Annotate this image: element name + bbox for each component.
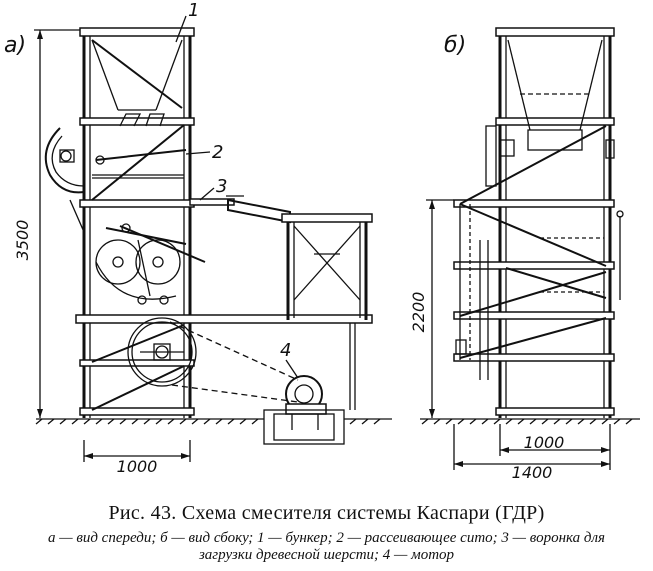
view-a-front: а) [4,0,392,476]
drive-pulley [127,317,299,403]
loading-chute [189,195,291,224]
mixing-drums [95,223,206,305]
sieve [92,149,187,179]
motor [263,375,345,445]
bunker-side [485,39,615,187]
caption-legend: а — вид спереди; б — вид сбоку; 1 — бунк… [47,530,605,563]
callout-1: 1 [188,0,199,21]
dim-b-widths: 1000 1400 [453,424,611,482]
callout-3: 3 [216,176,227,197]
dim-b-inner-text: 1000 [524,433,565,452]
caption-title: Рис. 43. Схема смесителя системы Каспари… [108,502,545,524]
dim-a-height: 3500 [13,29,80,418]
figure-caption: Рис. 43. Схема смесителя системы Каспари… [0,500,653,564]
mixer-diagram: а) [4,0,640,482]
view-b-side: б) [409,27,640,482]
callout-2: 2 [212,142,223,163]
ground-b [420,418,640,425]
ground-a [35,418,392,425]
dim-b-outer-text: 1400 [512,463,553,482]
dim-a-width-text: 1000 [117,457,158,476]
mid-platform-beam [75,314,373,324]
callout-4: 4 [280,340,291,361]
dim-b-height: 2200 [409,199,454,418]
dim-a-width: 1000 [83,440,191,476]
side-fan [44,127,85,233]
view-a-label: а) [4,33,26,58]
dim-a-height-text: 3500 [13,220,32,261]
bunker [91,39,183,127]
callouts-a: 1 2 3 4 [175,0,299,379]
side-frame [281,213,373,410]
view-b-label: б) [444,33,466,58]
dim-b-height-text: 2200 [409,292,428,333]
top-beam [79,27,195,37]
